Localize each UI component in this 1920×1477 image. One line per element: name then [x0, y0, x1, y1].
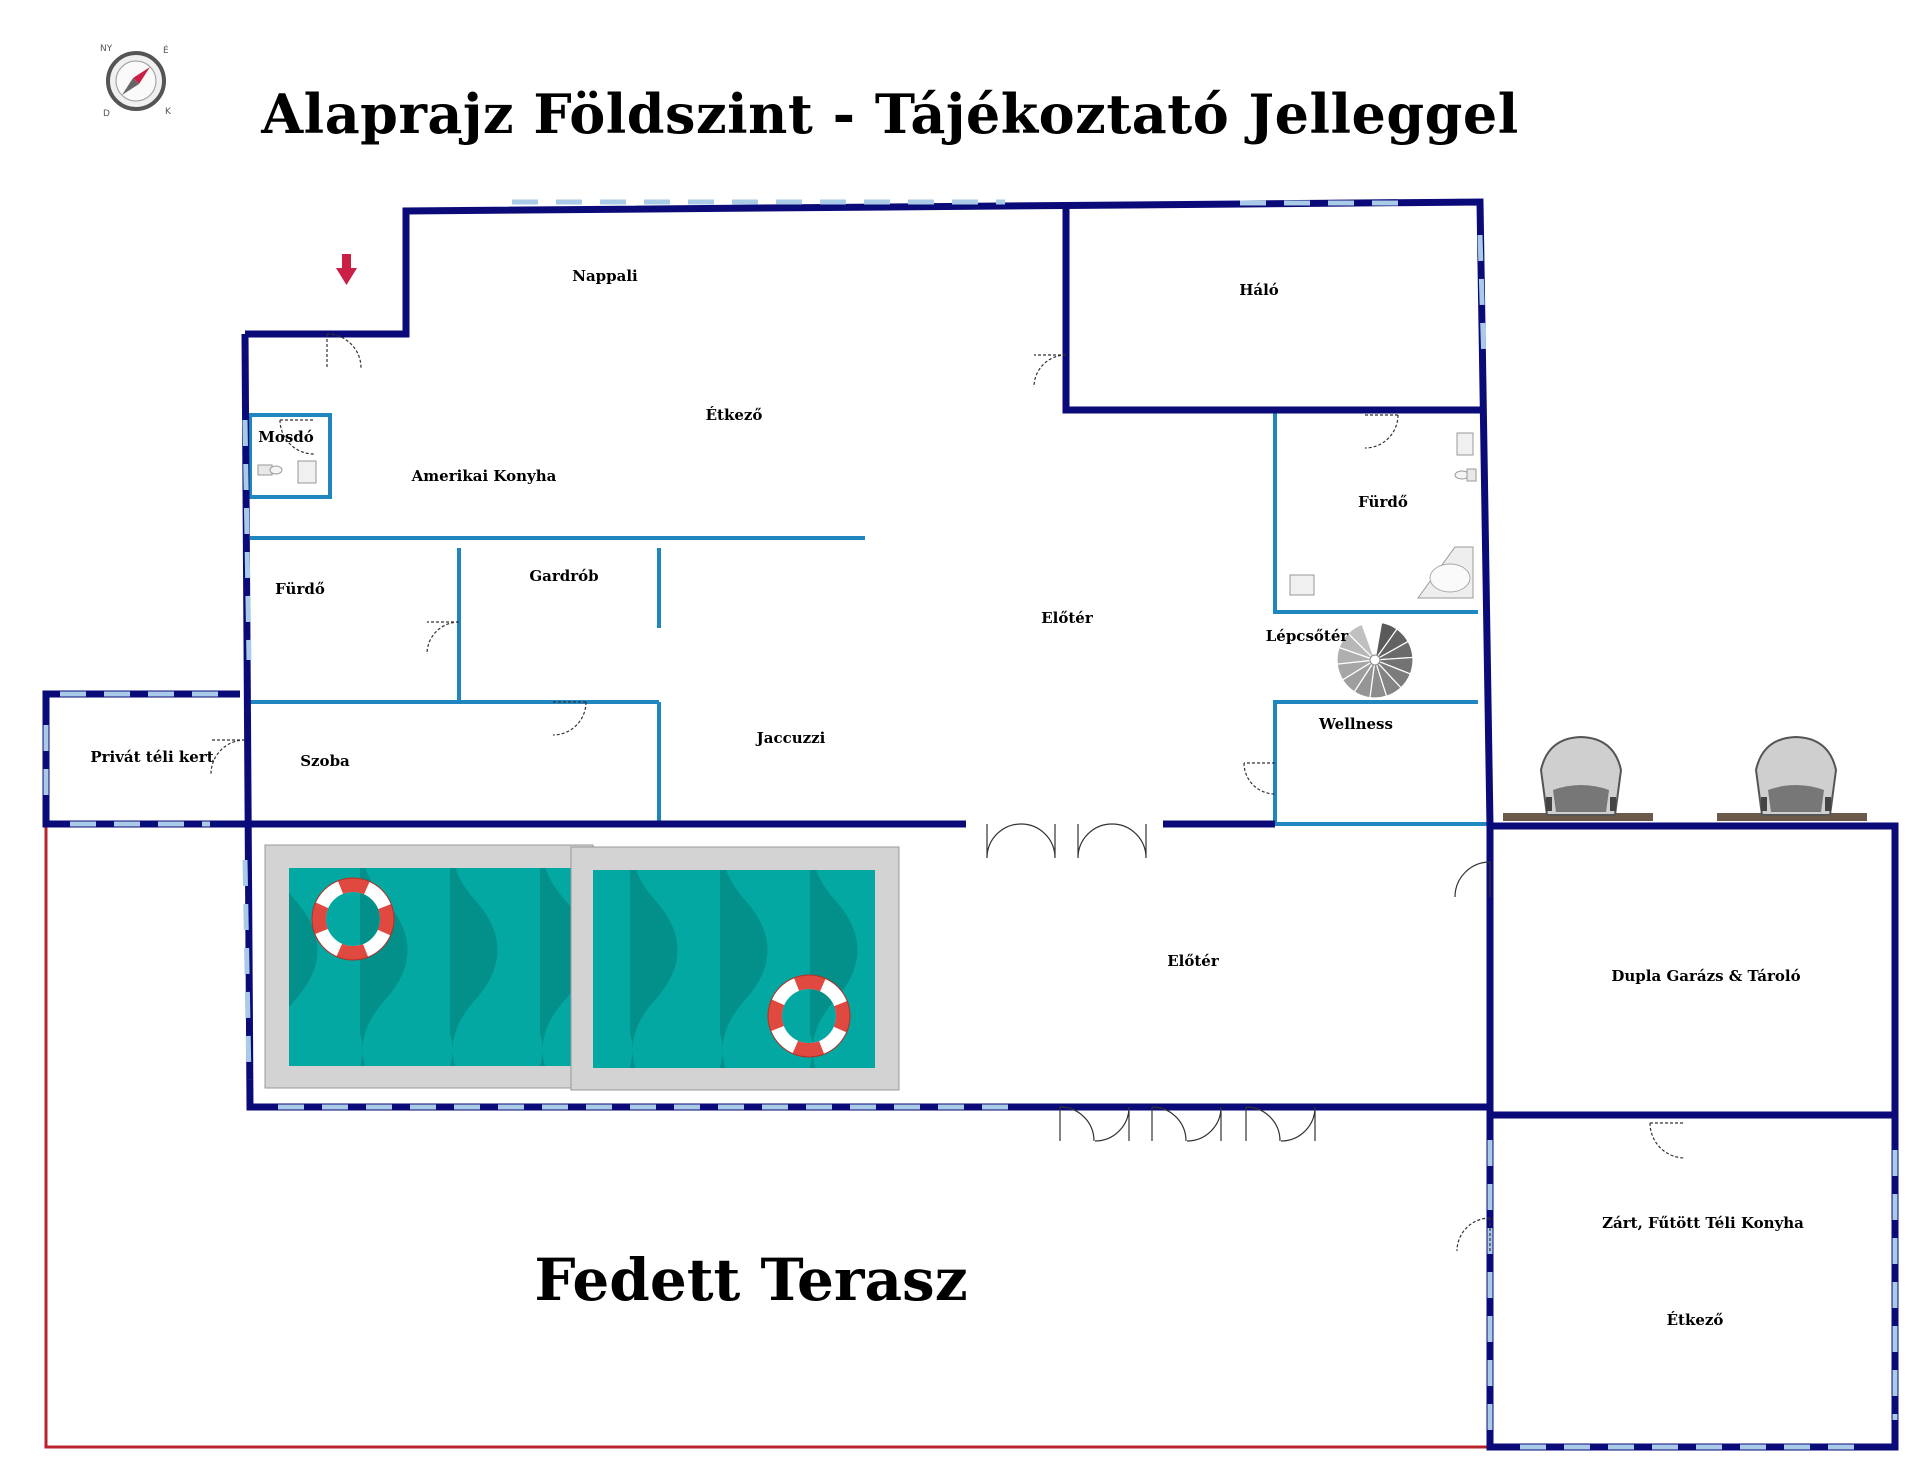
- room-label-gardrob: Gardrób: [529, 567, 599, 585]
- stair-pole: [1369, 654, 1381, 666]
- pool-left: [264, 844, 594, 1089]
- shower-icon: [1289, 574, 1315, 596]
- toilet-icon: [1454, 468, 1477, 482]
- room-label-mosdo: Mosdó: [258, 428, 314, 446]
- door-icon: [986, 823, 1056, 859]
- room-label-etkezo-kitchen: Étkező: [1666, 1311, 1724, 1329]
- pool-right: [570, 846, 900, 1091]
- toilet-icon: [257, 464, 283, 476]
- car-icon: [1717, 735, 1867, 821]
- room-label-teli-konyha: Zárt, Fűtött Téli Konyha: [1602, 1214, 1804, 1232]
- room-label-szoba: Szoba: [300, 752, 350, 770]
- compass-letter-d: D: [103, 109, 110, 119]
- door-icon: [1033, 354, 1067, 388]
- windows: [43, 199, 1898, 1450]
- room-label-furdo-right: Fürdő: [1358, 493, 1408, 511]
- door-icon: [1456, 1217, 1491, 1252]
- compass-letter-k: K: [165, 107, 172, 117]
- door-icon: [1077, 823, 1147, 859]
- room-label-eloter-upper: Előtér: [1041, 609, 1093, 627]
- door-icon: [279, 419, 315, 455]
- door-icon: [426, 621, 460, 655]
- door-icon: [1454, 861, 1491, 898]
- door-icon: [1243, 762, 1276, 795]
- sink-icon: [1456, 432, 1474, 456]
- room-label-furdo-left: Fürdő: [275, 580, 325, 598]
- spiral-staircase-icon: [1336, 621, 1414, 699]
- room-label-jaccuzzi: Jaccuzzi: [756, 729, 826, 747]
- compass-icon: NY É K D: [100, 44, 172, 119]
- room-label-eloter-lower: Előtér: [1167, 952, 1219, 970]
- lifebuoy-icon: [767, 974, 851, 1058]
- doors: [210, 333, 1686, 1252]
- door-icon: [1649, 1122, 1686, 1159]
- door-icon: [326, 333, 362, 369]
- stair-step: [1347, 623, 1376, 661]
- door-icon: [1245, 1106, 1316, 1142]
- door-icon: [552, 701, 587, 736]
- room-label-wellness: Wellness: [1319, 715, 1393, 733]
- sink-icon: [297, 460, 317, 484]
- door-icon: [1364, 414, 1399, 449]
- door-icon: [1059, 1106, 1130, 1142]
- entrance-arrow-icon: [336, 254, 357, 285]
- bathtub-icon: [1417, 546, 1474, 599]
- compass-letter-ny: NY: [100, 44, 113, 54]
- car-icon: [1503, 735, 1653, 821]
- door-icon: [210, 739, 246, 775]
- door-icon: [1151, 1106, 1222, 1142]
- room-label-nappali: Nappali: [572, 267, 638, 285]
- terrace-outline: [44, 826, 1490, 1449]
- room-label-etkezo: Étkező: [705, 406, 763, 424]
- room-label-lepcsoter: Lépcsőtér: [1265, 627, 1349, 645]
- room-label-halo: Háló: [1239, 281, 1279, 299]
- room-label-privat-teli-kert: Privát téli kert: [90, 748, 214, 766]
- page-title: Alaprajz Földszint - Tájékoztató Jellegg…: [261, 82, 1519, 146]
- room-label-fedett-terasz: Fedett Terasz: [534, 1246, 968, 1314]
- room-label-amerikai-konyha: Amerikai Konyha: [411, 467, 557, 485]
- room-label-dupla-garazs: Dupla Garázs & Tároló: [1611, 967, 1801, 985]
- outer-walls: [42, 198, 1899, 1451]
- compass-letter-e: É: [163, 44, 169, 56]
- lifebuoy-icon: [311, 877, 395, 961]
